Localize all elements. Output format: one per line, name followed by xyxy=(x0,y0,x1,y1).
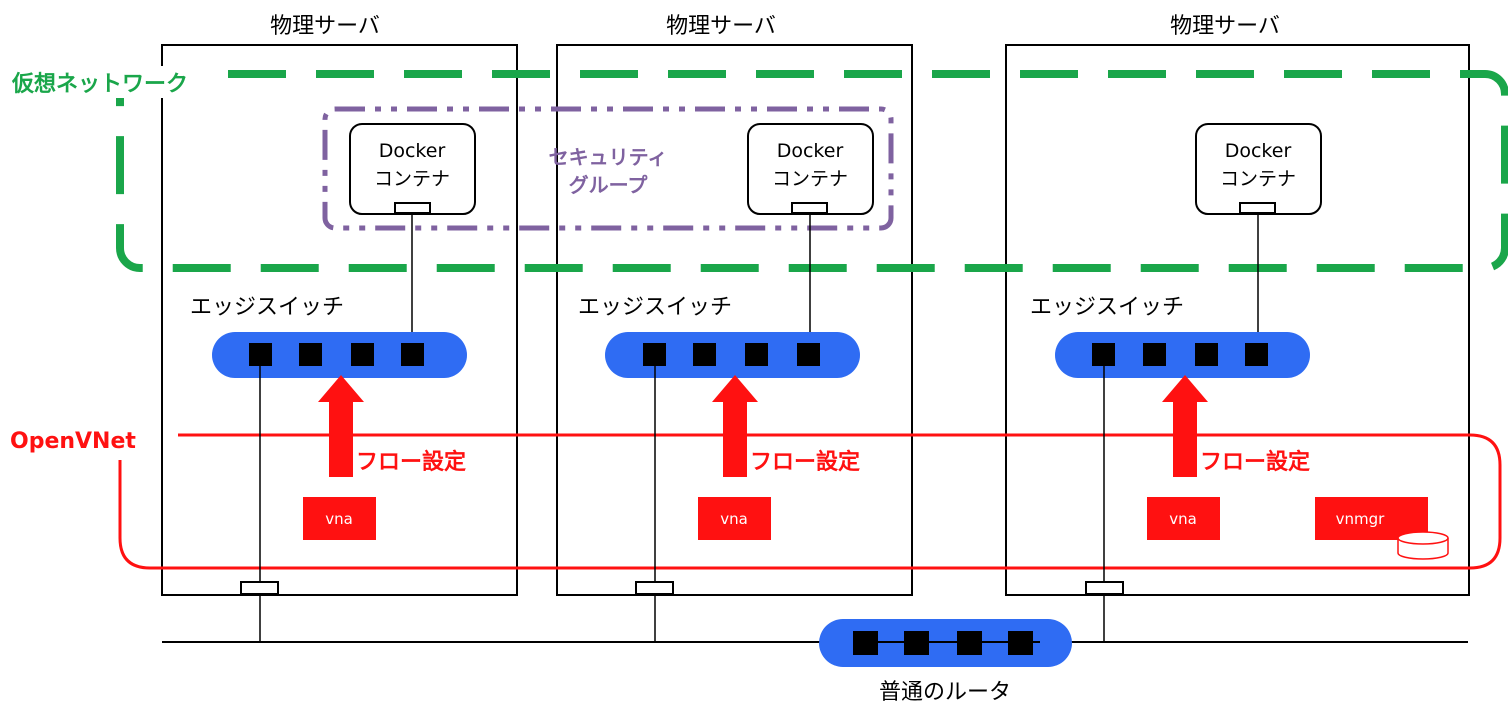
vna-agent-label-3: vna xyxy=(1169,510,1197,528)
docker-container-label-2b: コンテナ xyxy=(772,168,848,190)
container-port-3 xyxy=(1239,202,1276,214)
flow-setting-label-1: フロー設定 xyxy=(356,449,466,475)
database-icon xyxy=(1397,531,1449,560)
flow-arrow-1 xyxy=(318,375,364,477)
physical-server-box-2 xyxy=(556,44,913,596)
openvnet-label: OpenVNet xyxy=(10,429,136,454)
flow-setting-label-2: フロー設定 xyxy=(750,449,860,475)
security-group-label-line1: セキュリティ xyxy=(549,145,668,169)
docker-container-label-1a: Docker xyxy=(379,140,446,162)
docker-container-label-3a: Docker xyxy=(1225,140,1292,162)
vna-agent-label-1: vna xyxy=(325,510,353,528)
virtual-network-boundary xyxy=(116,70,1508,272)
docker-container-label-3b: コンテナ xyxy=(1220,168,1296,190)
openvnet-boundary xyxy=(118,433,1502,570)
vna-agent-box-1 xyxy=(303,497,376,540)
physical-server-box-1 xyxy=(161,44,518,596)
switch-port xyxy=(249,343,272,366)
switch-port xyxy=(351,343,374,366)
switch-port xyxy=(1143,343,1166,366)
switch-port xyxy=(745,343,768,366)
server-title-3: 物理サーバ xyxy=(1170,14,1280,39)
flow-arrow-2 xyxy=(712,375,758,477)
edge-switch-label-1: エッジスイッチ xyxy=(190,295,344,320)
switch-port xyxy=(797,343,820,366)
docker-container-label-1b: コンテナ xyxy=(374,168,450,190)
physical-server-box-3 xyxy=(1005,44,1470,596)
vna-agent-label-2: vna xyxy=(720,510,748,528)
security-group-label-line2: グループ xyxy=(569,173,649,197)
docker-container-label-2a: Docker xyxy=(777,140,844,162)
server-title-1: 物理サーバ xyxy=(270,14,380,39)
vna-agent-box-3 xyxy=(1147,497,1220,540)
switch-port xyxy=(401,343,424,366)
vnmgr-label: vnmgr xyxy=(1336,510,1386,528)
edge-switch-label-2: エッジスイッチ xyxy=(578,295,732,320)
flow-setting-label-3: フロー設定 xyxy=(1200,449,1310,475)
server-title-2: 物理サーバ xyxy=(666,14,776,39)
switch-port xyxy=(693,343,716,366)
switch-port xyxy=(1195,343,1218,366)
vna-agent-box-2 xyxy=(698,497,771,540)
switch-port xyxy=(1245,343,1268,366)
virtual-network-label: 仮想ネットワーク xyxy=(11,72,188,97)
server-nic-3 xyxy=(1085,581,1124,595)
router-label: 普通のルータ xyxy=(879,680,1011,705)
switch-port xyxy=(1092,343,1115,366)
virtual-network-label-bg xyxy=(8,66,220,98)
edge-switch-label-3: エッジスイッチ xyxy=(1030,295,1184,320)
switch-port xyxy=(643,343,666,366)
security-group-boundary xyxy=(322,106,894,231)
container-port-1 xyxy=(394,202,431,214)
container-port-2 xyxy=(791,202,828,214)
server-nic-1 xyxy=(240,581,279,595)
edge-switch-2 xyxy=(605,332,860,378)
flow-arrow-3 xyxy=(1162,375,1208,477)
server-nic-2 xyxy=(635,581,674,595)
switch-port xyxy=(299,343,322,366)
